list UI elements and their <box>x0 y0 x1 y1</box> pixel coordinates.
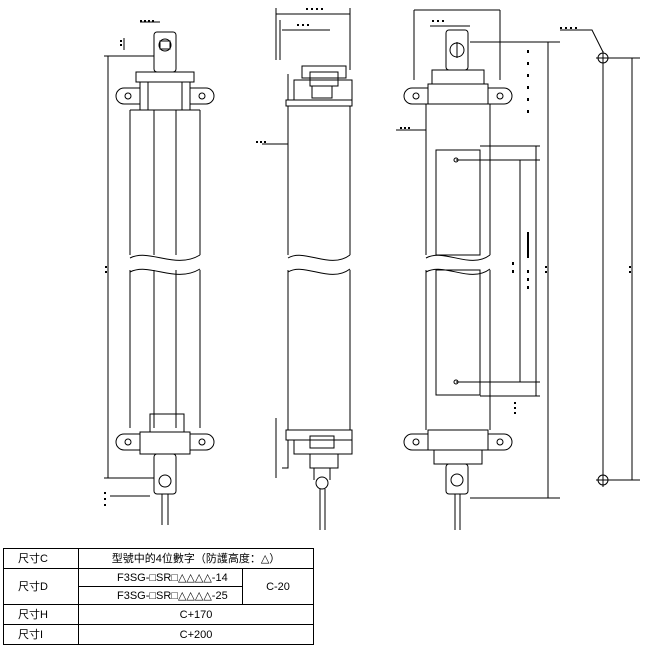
row-i-value: C+200 <box>78 624 314 645</box>
row-d-value: C-20 <box>242 568 314 605</box>
front-view <box>104 20 215 525</box>
side-dimensions <box>262 8 351 478</box>
table-row: 尺寸D F3SG-□SR□△△△△-14 C-20 <box>3 568 314 605</box>
rear-dim-labels <box>400 20 547 414</box>
row-h-label: 尺寸H <box>3 604 79 625</box>
front-top-bracket <box>115 31 215 111</box>
front-tube <box>129 109 201 428</box>
technical-drawing <box>104 8 640 530</box>
side-top-mount <box>279 20 353 101</box>
row-d-model-14: F3SG-□SR□△△△△-14 <box>78 568 243 587</box>
table-row: 尺寸C 型號中的4位數字（防護高度：△） <box>3 548 314 569</box>
front-dim-labels <box>104 20 154 506</box>
side-bottom-mount <box>282 435 353 530</box>
row-c-value: 型號中的4位數字（防護高度：△） <box>78 548 314 569</box>
rear-dimensions <box>396 9 560 499</box>
rear-tube <box>425 103 491 430</box>
row-c-label: 尺寸C <box>3 548 79 569</box>
side-dim-labels <box>256 8 323 143</box>
table-row: 尺寸I C+200 <box>3 624 314 645</box>
front-bottom-bracket <box>115 413 215 525</box>
rear-bottom-bracket <box>403 429 513 530</box>
row-d-label: 尺寸D <box>3 568 79 605</box>
row-h-value: C+170 <box>78 604 314 625</box>
rear-view <box>396 9 560 530</box>
row-i-label: 尺寸I <box>3 624 79 645</box>
row-d-model-25: F3SG-□SR□△△△△-25 <box>78 586 243 605</box>
side-view <box>256 8 353 530</box>
table-row: 尺寸H C+170 <box>3 604 314 625</box>
front-dimensions <box>104 21 160 497</box>
rear-top-bracket <box>403 29 513 105</box>
table-row: F3SG-□SR□△△△△-25 <box>4 586 314 605</box>
mounting-hole-view <box>560 27 640 487</box>
dimension-table: 尺寸C 型號中的4位數字（防護高度：△） 尺寸D F3SG-□SR□△△△△-1… <box>3 548 314 645</box>
side-tube <box>285 99 353 441</box>
